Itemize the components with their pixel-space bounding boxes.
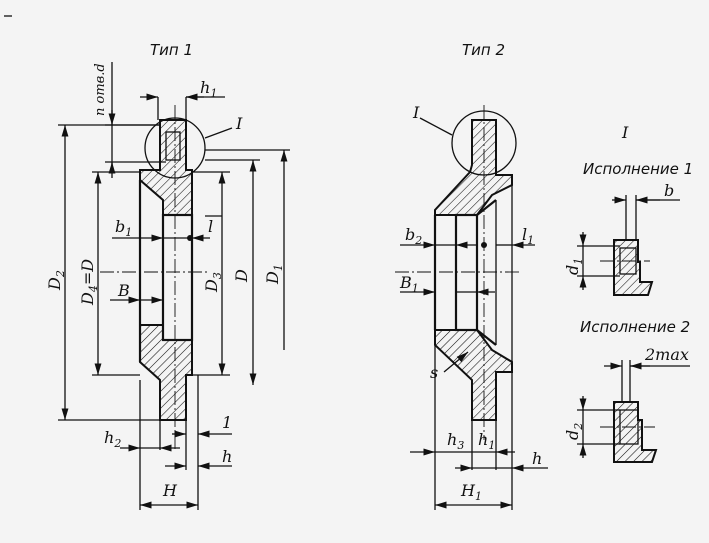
label-h1: h1 xyxy=(200,78,217,100)
label-B1: B1 xyxy=(399,273,419,295)
label-h: h xyxy=(222,447,232,466)
type2-section-upper xyxy=(434,119,513,216)
type1-bolt-hole xyxy=(165,131,181,161)
label-one: 1 xyxy=(222,413,232,432)
label-D2: D2 xyxy=(45,270,67,291)
type-1-view xyxy=(58,62,290,510)
label-d1: d1 xyxy=(563,258,585,275)
type2-section-lower xyxy=(434,329,513,421)
type1-web xyxy=(161,213,194,342)
label-h2: h2 xyxy=(104,428,121,450)
label-h-type2: h xyxy=(532,449,542,468)
type2-web xyxy=(454,213,479,332)
label-h1-type2: h1 xyxy=(478,430,495,452)
label-D1: D1 xyxy=(263,264,285,285)
label-D: D xyxy=(232,269,251,283)
title-variant-2: Исполнение 2 xyxy=(580,318,690,336)
title-type-2: Тип 2 xyxy=(462,41,505,59)
title-type-1: Тип 1 xyxy=(150,41,193,59)
label-I-type2: I xyxy=(412,103,420,122)
title-variant-1: Исполнение 1 xyxy=(583,160,693,178)
label-H: H xyxy=(162,481,178,500)
label-H1: H1 xyxy=(460,481,482,503)
variant1-section xyxy=(613,239,654,296)
label-b1: b1 xyxy=(115,217,132,239)
type-2-view xyxy=(395,105,548,510)
label-2max: 2max xyxy=(644,345,689,364)
title-detail-I: I xyxy=(621,123,629,142)
label-b: b xyxy=(664,181,674,200)
label-s: s xyxy=(430,363,438,382)
label-B: B xyxy=(117,281,130,300)
label-l1: l1 xyxy=(522,225,534,247)
label-D4-eq-D: D4=D xyxy=(78,259,100,306)
variant2-hole xyxy=(619,409,639,445)
label-d2: d2 xyxy=(563,423,585,440)
detail-variant-2 xyxy=(577,360,690,463)
label-D3: D3 xyxy=(202,272,224,293)
detail-variant-1 xyxy=(577,195,680,296)
label-b2: b2 xyxy=(405,225,422,247)
label-l: l xyxy=(208,217,213,236)
label-I-type1: I xyxy=(235,114,243,133)
label-n-holes: n отв.d xyxy=(93,63,108,116)
label-h3: h3 xyxy=(447,430,464,452)
